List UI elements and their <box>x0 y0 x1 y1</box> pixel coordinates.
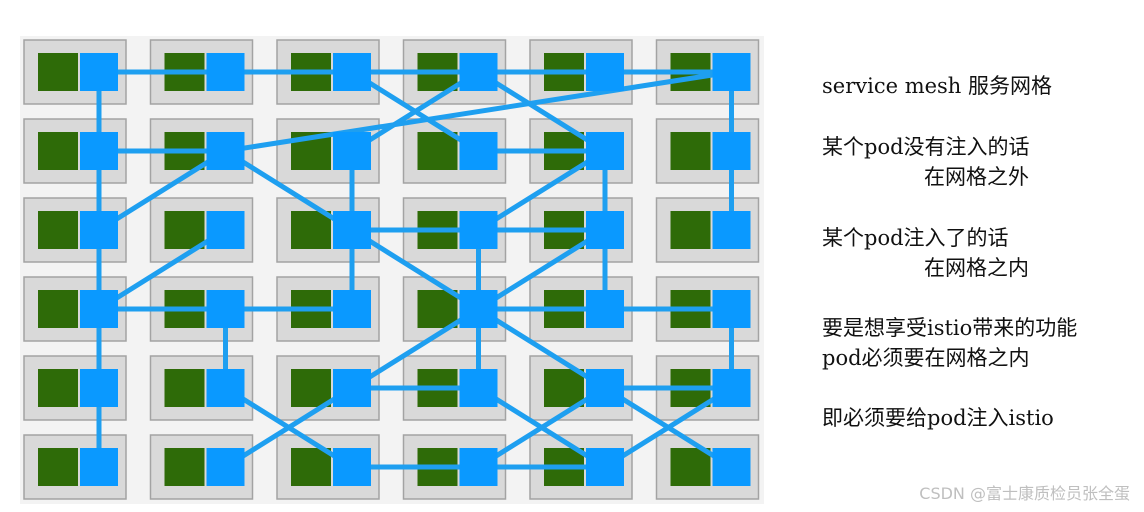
mesh-link <box>476 306 608 391</box>
sidecar-proxy <box>80 53 118 91</box>
app-container <box>38 290 78 328</box>
mesh-link <box>602 385 734 470</box>
sidecar-proxy <box>586 290 624 328</box>
sidecar-proxy <box>712 290 751 328</box>
note-title: service mesh 服务网格 <box>822 74 1053 98</box>
sidecar-proxy <box>333 369 371 407</box>
app-container <box>38 211 78 249</box>
app-container <box>164 211 205 249</box>
mesh-link <box>223 385 355 470</box>
sidecar-proxy <box>712 211 751 249</box>
note-must-inject: 即必须要给pod注入istio <box>822 406 1054 430</box>
service-mesh-diagram <box>20 36 764 504</box>
mesh-link <box>476 69 608 154</box>
app-container <box>38 132 78 170</box>
sidecar-proxy <box>206 132 245 170</box>
sidecar-proxy <box>459 53 498 91</box>
sidecar-proxy <box>459 132 498 170</box>
sidecar-proxy <box>333 290 371 328</box>
sidecar-proxy <box>586 53 624 91</box>
note-pod-must-be-inside: pod必须要在网格之内 <box>822 346 1030 370</box>
sidecar-proxy <box>586 448 624 486</box>
mesh-link <box>96 227 228 312</box>
app-container <box>670 132 711 170</box>
sidecar-proxy <box>80 132 118 170</box>
app-container <box>417 290 458 328</box>
mesh-link <box>96 148 228 233</box>
sidecar-proxy <box>206 211 245 249</box>
mesh-link <box>476 227 608 312</box>
mesh-link <box>349 227 481 312</box>
sidecar-proxy <box>333 211 371 249</box>
notes-panel: service mesh 服务网格 某个pod没有注入的话 在网格之外 某个po… <box>822 0 1144 512</box>
sidecar-proxy <box>206 290 245 328</box>
sidecar-proxy <box>459 290 498 328</box>
app-container <box>670 448 711 486</box>
app-container <box>38 448 78 486</box>
note-istio-features: 要是想享受istio带来的功能 <box>822 316 1078 340</box>
sidecar-proxy <box>459 448 498 486</box>
mesh-link <box>223 69 734 154</box>
sidecar-proxy <box>712 448 751 486</box>
sidecar-proxy <box>333 53 371 91</box>
mesh-link <box>349 306 481 391</box>
sidecar-proxy <box>459 211 498 249</box>
mesh-panel <box>20 36 764 504</box>
watermark: CSDN @富士康质检员张全蛋 <box>919 484 1130 503</box>
app-container <box>164 369 205 407</box>
app-container <box>670 211 711 249</box>
mesh-link <box>349 69 481 154</box>
sidecar-proxy <box>333 132 371 170</box>
sidecar-proxy <box>712 369 751 407</box>
sidecar-proxy <box>586 132 624 170</box>
proxy-layer <box>80 53 751 486</box>
mesh-link <box>476 385 608 470</box>
sidecar-proxy <box>206 369 245 407</box>
sidecar-proxy <box>80 290 118 328</box>
sidecar-proxy <box>333 448 371 486</box>
app-container <box>38 369 78 407</box>
sidecar-proxy <box>712 132 751 170</box>
sidecar-proxy <box>80 211 118 249</box>
note-inside-mesh: 在网格之内 <box>924 256 1029 280</box>
app-container <box>291 448 331 486</box>
mesh-link <box>223 148 355 233</box>
pod-layer <box>23 39 760 500</box>
note-not-injected: 某个pod没有注入的话 <box>822 135 1030 159</box>
sidecar-proxy <box>206 448 245 486</box>
sidecar-proxy <box>206 53 245 91</box>
mesh-link <box>476 148 608 233</box>
app-container <box>544 369 584 407</box>
note-injected: 某个pod注入了的话 <box>822 226 1009 250</box>
app-container <box>291 211 331 249</box>
sidecar-proxy <box>586 369 624 407</box>
sidecar-proxy <box>80 369 118 407</box>
sidecar-proxy <box>459 369 498 407</box>
app-container <box>291 369 331 407</box>
sidecar-proxy <box>80 448 118 486</box>
app-container <box>38 53 78 91</box>
sidecar-proxy <box>712 53 751 91</box>
app-container <box>417 132 458 170</box>
app-container <box>164 448 205 486</box>
sidecar-proxy <box>586 211 624 249</box>
note-outside-mesh: 在网格之外 <box>924 165 1029 189</box>
